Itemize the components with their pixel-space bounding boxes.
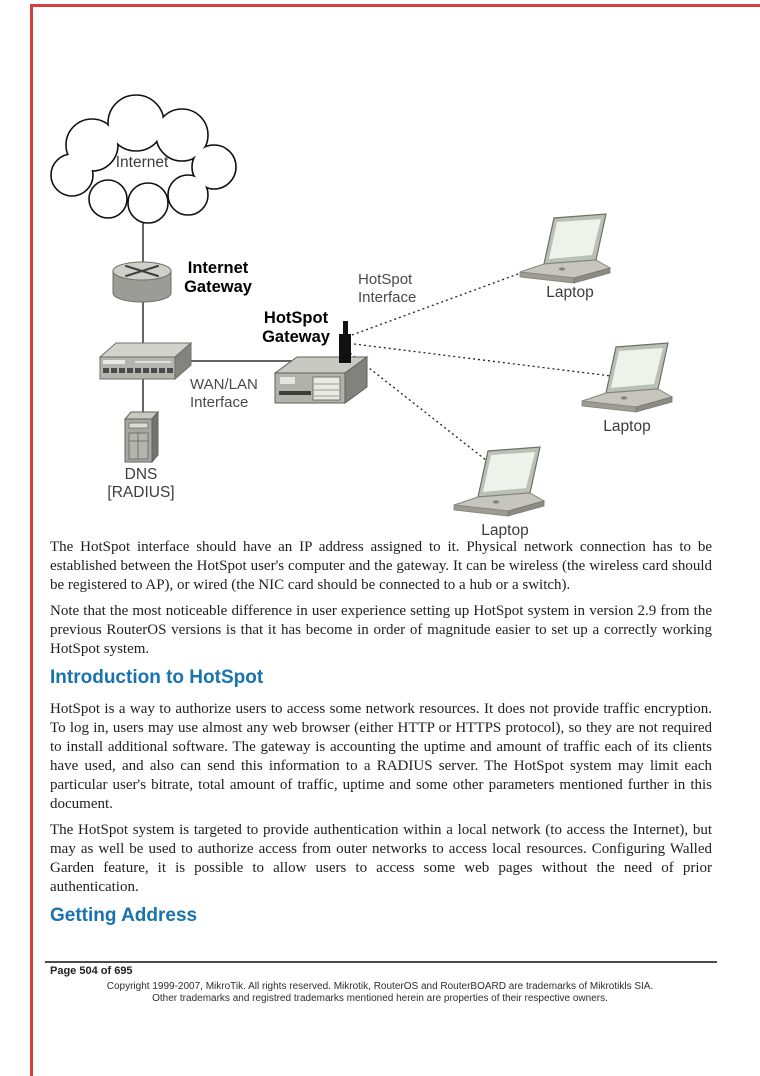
hotspot-gateway-icon [273, 321, 369, 404]
copyright-line-2: Other trademarks and registred trademark… [152, 993, 608, 1004]
internet-gateway-router-icon [112, 261, 172, 303]
page-body: The HotSpot interface should have an IP … [50, 538, 712, 938]
internet-cloud-label: Internet [116, 154, 169, 171]
hotspot-interface-label-line1: HotSpot [358, 271, 413, 288]
internet-cloud-icon: Internet [50, 94, 237, 224]
laptop-bottom-label: Laptop [481, 522, 528, 539]
dns-label-line2: [RADIUS] [107, 484, 174, 501]
hotspot-gateway-label-line2: Gateway [262, 328, 331, 346]
laptop-icon-top [519, 213, 611, 284]
laptop-right-label: Laptop [603, 418, 650, 435]
paragraph-version-note: Note that the most noticeable difference… [50, 603, 712, 657]
hotspot-interface-label-line2: Interface [358, 289, 416, 306]
internet-gateway-label-line1: Internet [188, 259, 249, 277]
switch-icon [98, 341, 193, 381]
heading-introduction-to-hotspot: Introduction to HotSpot [50, 667, 264, 688]
wanlan-interface-label-line2: Interface [190, 394, 248, 411]
copyright-line-1: Copyright 1999-2007, MikroTik. All right… [106, 981, 654, 992]
hotspot-gateway-label-line1: HotSpot [264, 309, 329, 327]
heading-getting-address: Getting Address [50, 905, 198, 926]
paragraph-hotspot-overview: HotSpot is a way to authorize users to a… [50, 701, 712, 812]
paragraph-hotspot-targeted: The HotSpot system is targeted to provid… [50, 822, 712, 895]
network-diagram: Internet Internet Gateway [50, 94, 673, 539]
antenna-icon [339, 321, 351, 363]
dns-server-icon [123, 410, 160, 464]
laptop-top-label: Laptop [546, 284, 593, 301]
wanlan-interface-label-line1: WAN/LAN [190, 376, 258, 393]
page-border-left [30, 4, 33, 1076]
internet-gateway-label-line2: Gateway [184, 278, 253, 296]
dns-label-line1: DNS [125, 466, 158, 483]
page-border-top [30, 4, 760, 7]
footer-copyright: Copyright 1999-2007, MikroTik. All right… [0, 981, 760, 1005]
paragraph-hotspot-interface: The HotSpot interface should have an IP … [50, 539, 712, 593]
footer-divider [45, 961, 717, 963]
wireless-links [349, 262, 612, 469]
page-number-label: Page 504 of 695 [50, 965, 133, 977]
laptop-icon-bottom [453, 446, 545, 517]
laptop-icon-right [581, 342, 673, 413]
